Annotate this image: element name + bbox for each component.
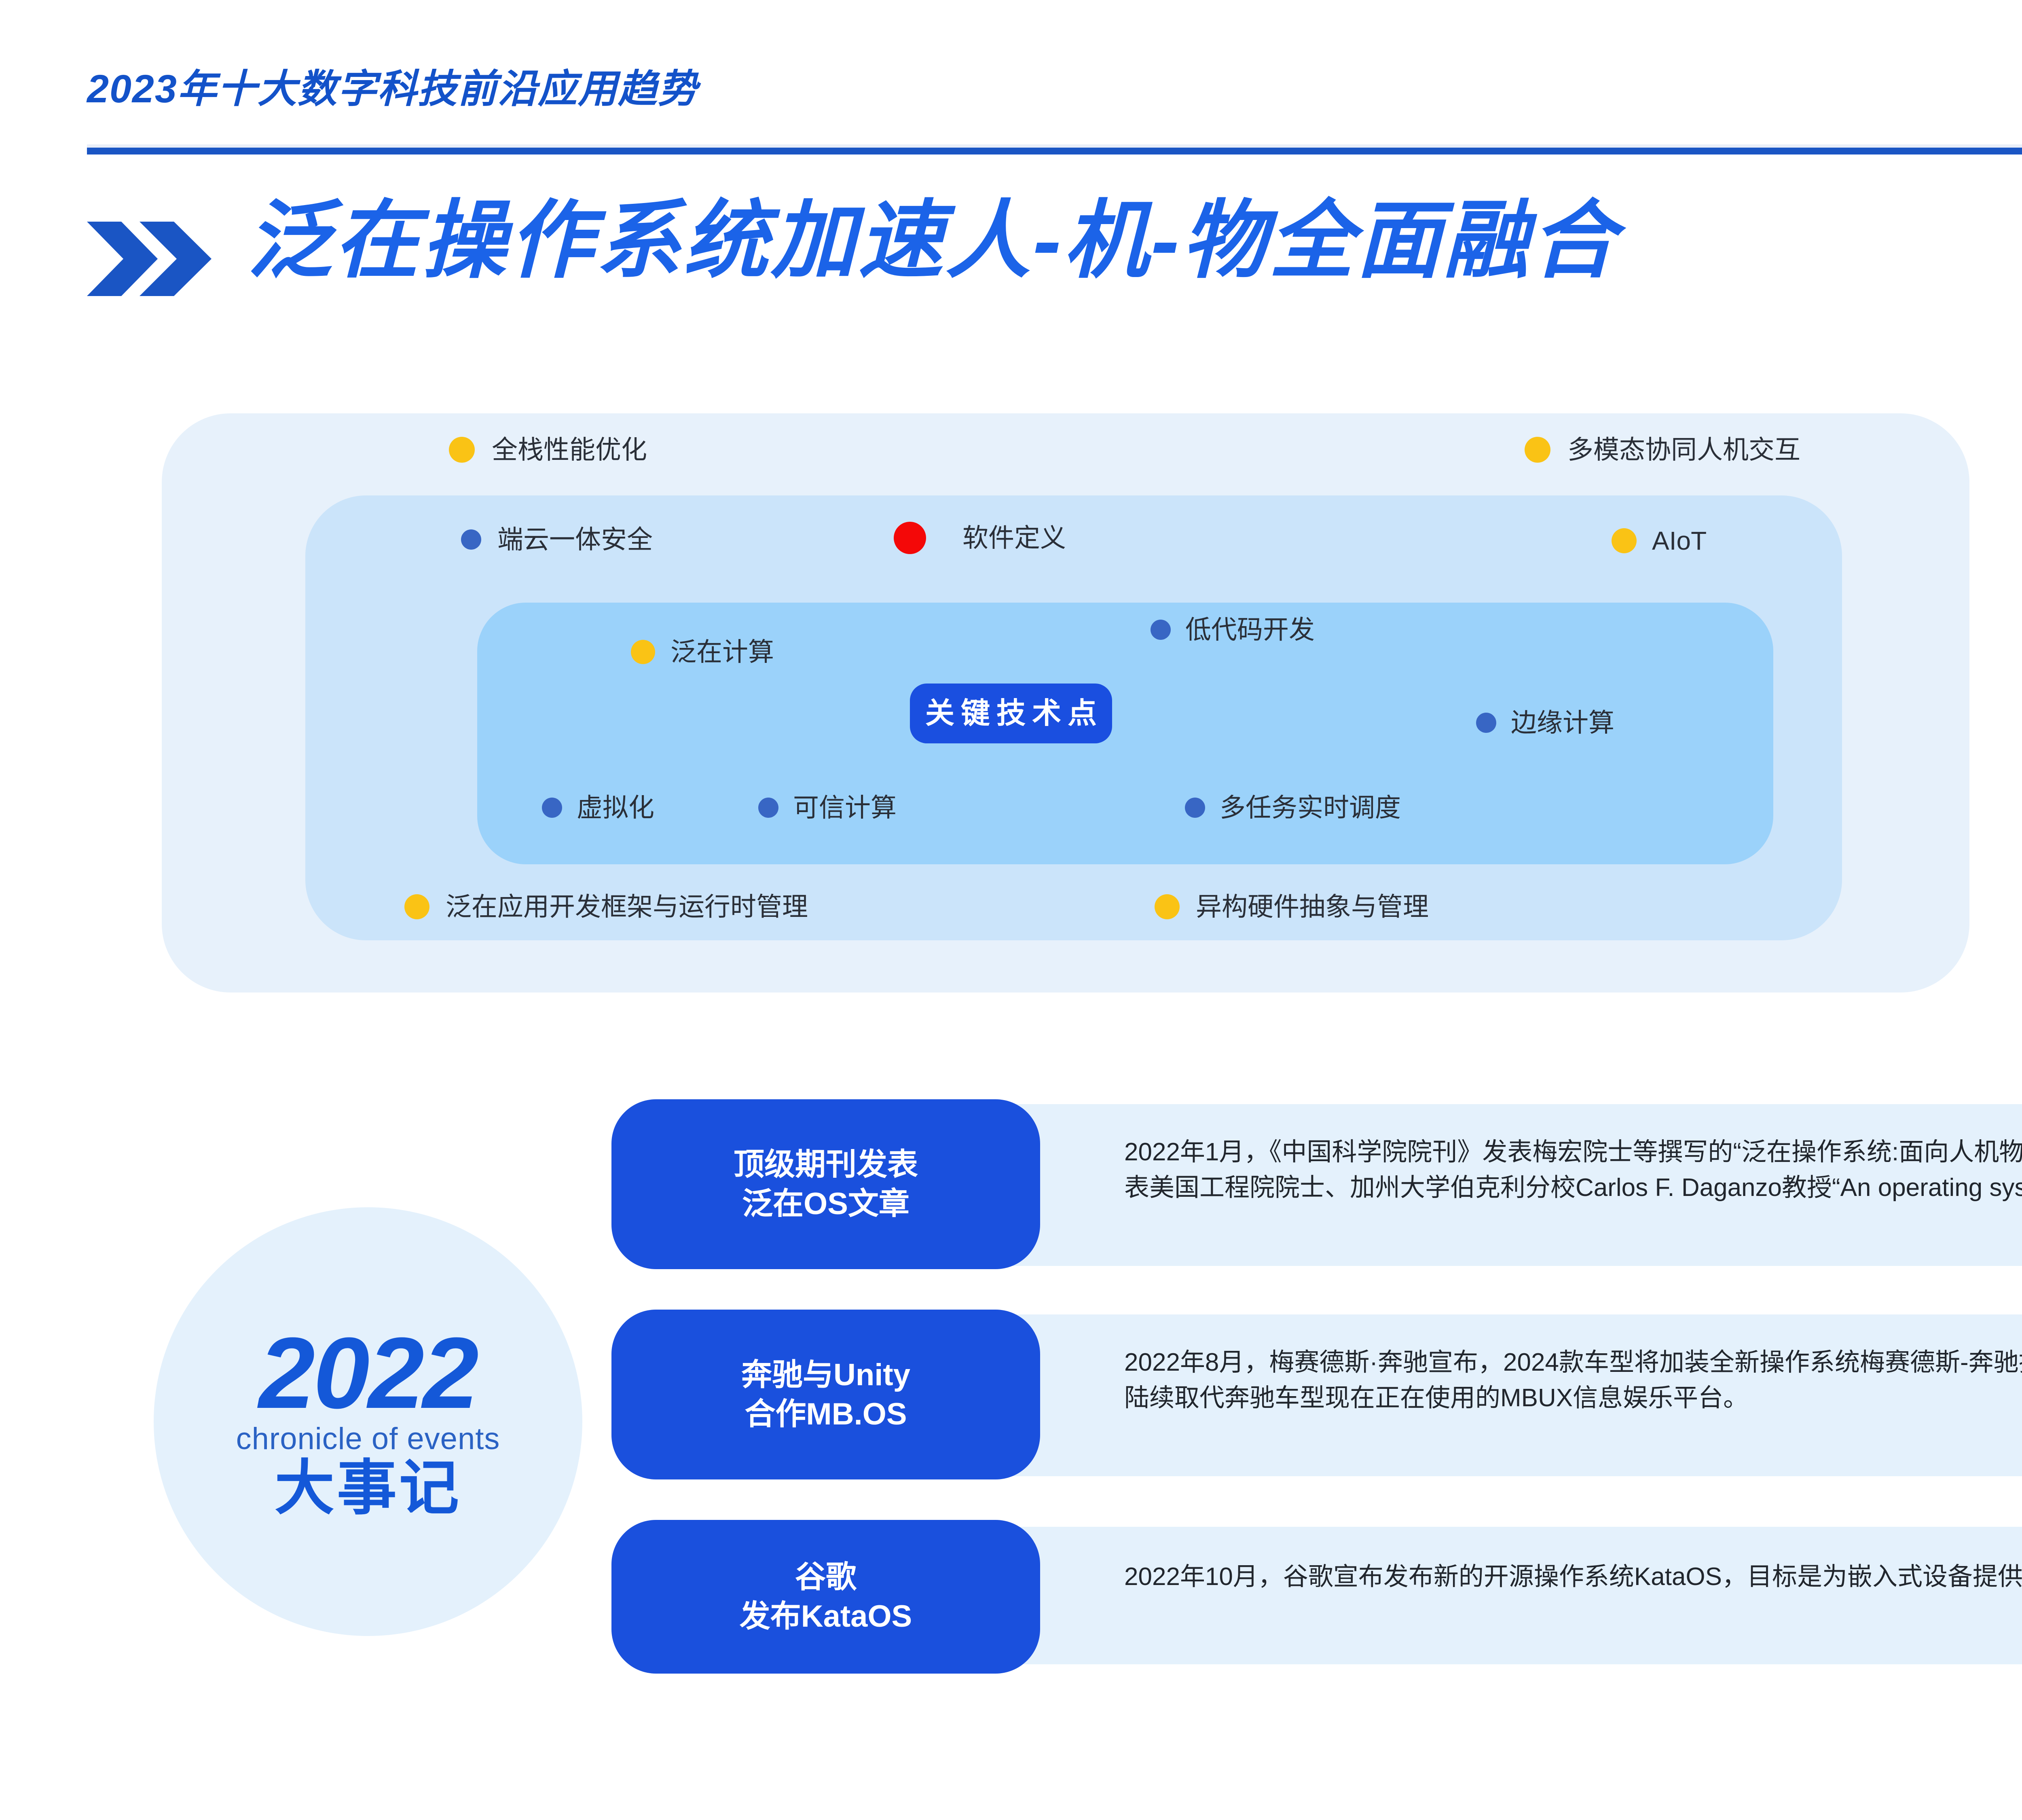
tech-node[interactable]: AIoT: [1612, 528, 1707, 554]
timeline-row-tab[interactable]: 谷歌 发布KataOS: [611, 1520, 1040, 1674]
timeline-tab-line1: 奔驰与Unity: [741, 1357, 910, 1392]
impact-medium-dot: [1185, 798, 1205, 818]
impact-huge-dot: [894, 522, 926, 554]
tech-node[interactable]: 边缘计算: [1476, 710, 1614, 736]
timeline-row-text: 2022年10月，谷歌宣布发布新的开源操作系统KataOS，目标是为嵌入式设备提…: [1124, 1563, 2022, 1591]
chronicle-subtitle: chronicle of events: [236, 1421, 500, 1456]
tech-node[interactable]: 泛在计算: [631, 639, 774, 665]
timeline-tab-line1: 顶级期刊发表: [734, 1147, 918, 1182]
impact-large-dot: [449, 437, 475, 463]
impact-medium-dot: [542, 798, 562, 818]
tech-node[interactable]: 虚拟化: [542, 795, 654, 821]
impact-large-dot: [1155, 894, 1180, 919]
tech-node[interactable]: 泛在应用开发框架与运行时管理: [404, 894, 808, 920]
timeline-row-tab[interactable]: 顶级期刊发表 泛在OS文章: [611, 1099, 1040, 1269]
impact-medium-dot: [1476, 713, 1496, 733]
timeline-row-text: 2022年1月，《中国科学院院刊》发表梅宏院士等撰写的“泛在操作系统:面向人机物…: [1124, 1138, 2022, 1202]
tech-node[interactable]: 软件定义: [894, 522, 1066, 554]
tech-node[interactable]: 多模态协同人机交互: [1525, 437, 1800, 463]
timeline-tab-line2: 发布KataOS: [739, 1599, 912, 1634]
impact-medium-dot: [461, 529, 481, 550]
maturity-layer-inner: [477, 603, 1773, 864]
core-key-tech-badge: 关键技术点: [910, 684, 1112, 743]
impact-large-dot: [1525, 437, 1550, 463]
impact-large-dot: [631, 640, 655, 664]
impact-large-dot: [1612, 528, 1637, 553]
impact-medium-dot: [1151, 620, 1171, 640]
tech-node[interactable]: 可信计算: [758, 795, 897, 821]
timeline-tab-line1: 谷歌: [795, 1560, 857, 1594]
double-chevron-icon: [83, 218, 216, 299]
timeline-row-tab[interactable]: 奔驰与Unity 合作MB.OS: [611, 1310, 1040, 1479]
chronicle-year: 2022: [258, 1316, 479, 1430]
impact-medium-dot: [758, 798, 778, 818]
timeline-tab-line2: 泛在OS文章: [742, 1187, 909, 1221]
slide-heading: 泛在操作系统加速人-机-物全面融合: [247, 193, 1618, 288]
chronicle-year-badge: 2022 chronicle of events 大事记: [154, 1207, 582, 1636]
tech-node[interactable]: 端云一体安全: [461, 527, 653, 552]
timeline-tab-line2: 合作MB.OS: [745, 1397, 907, 1431]
tech-node[interactable]: 全栈性能优化: [449, 437, 647, 463]
tech-node[interactable]: 多任务实时调度: [1185, 795, 1401, 821]
impact-large-dot: [404, 894, 429, 919]
header-rule: [87, 148, 2022, 154]
header-rule-light: [87, 144, 2022, 148]
tech-node[interactable]: 异构硬件抽象与管理: [1155, 894, 1429, 920]
page-title: 2023年十大数字科技前沿应用趋势: [87, 67, 698, 111]
timeline-row-text: 2022年8月，梅赛德斯·奔驰宣布，2024款车型将加装全新操作系统梅赛德斯-奔…: [1124, 1348, 2022, 1412]
chronicle-cn-label: 大事记: [275, 1454, 461, 1522]
tech-node[interactable]: 低代码开发: [1151, 617, 1315, 643]
